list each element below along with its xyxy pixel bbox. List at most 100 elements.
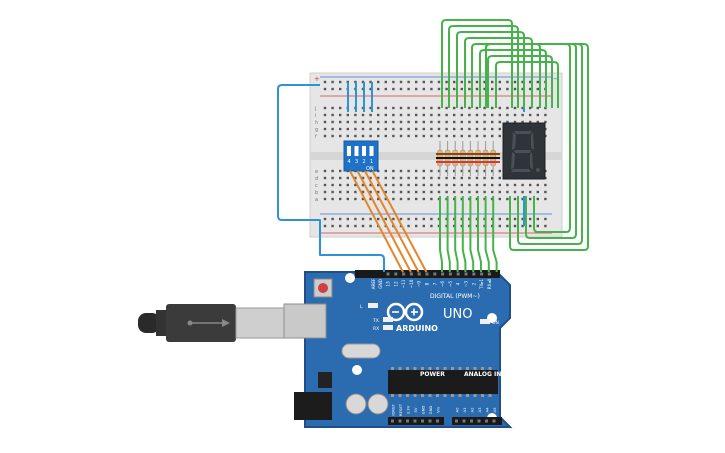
breadboard-hole[interactable] (392, 176, 395, 180)
breadboard-hole[interactable] (354, 224, 357, 228)
breadboard-hole[interactable] (422, 190, 425, 194)
breadboard-hole[interactable] (415, 127, 418, 131)
dip-lever[interactable] (369, 146, 374, 156)
breadboard-hole[interactable] (536, 120, 539, 124)
breadboard-hole[interactable] (430, 106, 433, 110)
breadboard-hole[interactable] (361, 176, 365, 180)
analog-pin[interactable] (470, 419, 473, 423)
breadboard-hole[interactable] (399, 197, 403, 201)
breadboard-hole[interactable] (415, 224, 418, 228)
breadboard-hole[interactable] (415, 80, 418, 84)
breadboard-hole[interactable] (377, 127, 380, 131)
breadboard-hole[interactable] (475, 80, 479, 84)
breadboard-hole[interactable] (437, 106, 441, 110)
breadboard-hole[interactable] (498, 183, 501, 187)
breadboard-hole[interactable] (529, 197, 532, 201)
wire-segment-drive[interactable] (446, 196, 451, 272)
breadboard-hole[interactable] (483, 217, 486, 221)
breadboard-hole[interactable] (498, 217, 501, 221)
breadboard-hole[interactable] (346, 217, 349, 221)
breadboard-hole[interactable] (399, 183, 403, 187)
breadboard-hole[interactable] (377, 176, 380, 180)
breadboard-hole[interactable] (483, 197, 486, 201)
breadboard-hole[interactable] (491, 183, 494, 187)
breadboard-hole[interactable] (536, 106, 539, 110)
breadboard-hole[interactable] (399, 106, 403, 110)
breadboard-hole[interactable] (529, 106, 532, 110)
breadboard-hole[interactable] (331, 224, 334, 228)
breadboard-hole[interactable] (437, 87, 441, 91)
breadboard-hole[interactable] (399, 87, 403, 91)
breadboard-hole[interactable] (460, 176, 463, 180)
breadboard-hole[interactable] (460, 120, 463, 124)
breadboard-hole[interactable] (369, 113, 372, 117)
breadboard-hole[interactable] (483, 169, 486, 173)
breadboard-hole[interactable] (369, 127, 372, 131)
wire-segment-drive[interactable] (484, 196, 490, 272)
breadboard-hole[interactable] (544, 217, 547, 221)
breadboard-hole[interactable] (445, 224, 448, 228)
breadboard-hole[interactable] (354, 197, 357, 201)
breadboard-hole[interactable] (498, 87, 501, 91)
breadboard-hole[interactable] (354, 217, 357, 221)
breadboard-hole[interactable] (422, 224, 425, 228)
breadboard-hole[interactable] (460, 190, 463, 194)
breadboard-hole[interactable] (521, 224, 524, 228)
breadboard-hole[interactable] (399, 127, 403, 131)
breadboard-hole[interactable] (392, 106, 395, 110)
breadboard-hole[interactable] (498, 134, 501, 138)
breadboard-hole[interactable] (445, 127, 448, 131)
breadboard-hole[interactable] (483, 176, 486, 180)
breadboard-hole[interactable] (377, 120, 380, 124)
breadboard-hole[interactable] (339, 224, 342, 228)
resistor-array[interactable] (436, 141, 500, 176)
digital-pin[interactable] (448, 272, 452, 276)
wire-gnd[interactable] (277, 84, 385, 272)
breadboard-hole[interactable] (453, 87, 456, 91)
breadboard-hole[interactable] (521, 120, 524, 124)
digital-pin[interactable] (456, 272, 460, 276)
breadboard-hole[interactable] (339, 176, 342, 180)
breadboard-hole[interactable] (483, 190, 486, 194)
breadboard-hole[interactable] (536, 80, 539, 84)
breadboard-hole[interactable] (415, 169, 418, 173)
wire-segment-top[interactable] (487, 55, 553, 108)
breadboard-hole[interactable] (437, 176, 441, 180)
wire-segment-drive[interactable] (454, 196, 459, 272)
breadboard-hole[interactable] (483, 87, 486, 91)
breadboard-hole[interactable] (323, 120, 327, 124)
breadboard-hole[interactable] (491, 113, 494, 117)
power-pin[interactable] (436, 419, 439, 423)
breadboard-hole[interactable] (460, 134, 463, 138)
wire-segment-top[interactable] (479, 49, 547, 108)
breadboard-hole[interactable] (468, 120, 471, 124)
breadboard-hole[interactable] (475, 127, 479, 131)
breadboard-hole[interactable] (529, 80, 532, 84)
breadboard-hole[interactable] (544, 120, 547, 124)
breadboard-hole[interactable] (430, 169, 433, 173)
breadboard-hole[interactable] (483, 134, 486, 138)
breadboard-hole[interactable] (475, 113, 479, 117)
wire-segment-top[interactable] (448, 25, 519, 108)
breadboard-hole[interactable] (392, 80, 395, 84)
breadboard-hole[interactable] (475, 190, 479, 194)
breadboard-hole[interactable] (331, 169, 334, 173)
breadboard-hole[interactable] (491, 120, 494, 124)
breadboard-hole[interactable] (415, 134, 418, 138)
breadboard-hole[interactable] (513, 87, 517, 91)
breadboard-hole[interactable] (483, 183, 486, 187)
breadboard-hole[interactable] (392, 197, 395, 201)
breadboard-hole[interactable] (384, 106, 387, 110)
breadboard-hole[interactable] (377, 190, 380, 194)
breadboard-hole[interactable] (460, 113, 463, 117)
breadboard-hole[interactable] (422, 176, 425, 180)
breadboard-hole[interactable] (529, 183, 532, 187)
wire-segment-top[interactable] (495, 61, 559, 108)
breadboard-hole[interactable] (483, 113, 486, 117)
breadboard-hole[interactable] (422, 134, 425, 138)
breadboard-hole[interactable] (384, 120, 387, 124)
breadboard-hole[interactable] (407, 169, 410, 173)
breadboard-hole[interactable] (339, 190, 342, 194)
breadboard-hole[interactable] (339, 87, 342, 91)
